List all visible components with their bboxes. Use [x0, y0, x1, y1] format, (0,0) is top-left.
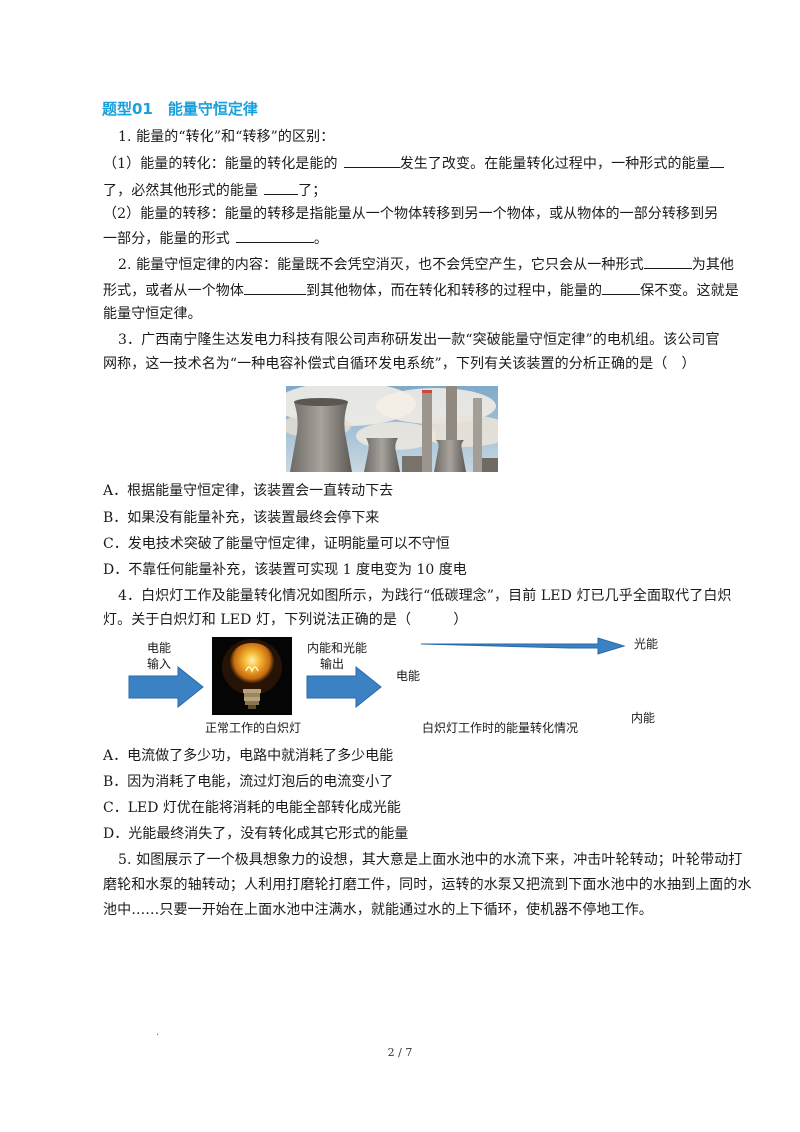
q3-option-c: C．发电技术突破了能量守恒定律，证明能量可以不守恒: [103, 536, 450, 552]
cooling-towers-illustration: [286, 386, 498, 472]
output-label-2: 输出: [320, 657, 345, 671]
blank: [244, 280, 306, 295]
output-arrow-icon: [306, 666, 382, 708]
q4-option-c: C．LED 灯优在能将消耗的电能全部转化成光能: [103, 800, 401, 816]
q2-line3: 能量守恒定律。: [103, 306, 202, 322]
q2-line1: 2. 能量守恒定律的内容：能量既不会凭空消灭，也不会凭空产生，它只会从一种形式为…: [118, 254, 734, 275]
q5-line3: 池中……只要一开始在上面水池中注满水，就能通过水的上下循环，使机器不停地工作。: [103, 902, 653, 918]
input-arrow-icon: [128, 666, 204, 708]
flow-light-label: 光能: [634, 637, 659, 651]
input-label-2: 输入: [147, 657, 172, 671]
flow-source-label: 电能: [396, 669, 421, 683]
q1-part1-line2: 了，必然其他形式的能量了；: [103, 180, 326, 201]
energy-flow-diagram: [420, 637, 626, 655]
page-number: 2 / 7: [387, 1046, 413, 1059]
q1-part1-line1: （1）能量的转化：能量的转化是能的发生了改变。在能量转化过程中，一种形式的能量: [103, 153, 724, 174]
blank: [343, 153, 400, 168]
blank: [235, 228, 314, 243]
flow-caption: 白炽灯工作时的能量转化情况: [422, 721, 579, 735]
flow-heat-label: 内能: [631, 711, 656, 725]
q3-option-d: D．不靠任何能量补充，该装置可实现 1 度电变为 10 度电: [103, 562, 467, 578]
q4-option-a: A．电流做了多少功，电路中就消耗了多少电能: [103, 748, 394, 764]
section-title: 题型01 能量守恒定律: [102, 100, 258, 118]
input-label-1: 电能: [147, 641, 172, 655]
q1-part2-line1: （2）能量的转移：能量的转移是指能量从一个物体转移到另一个物体，或从物体的一部分…: [103, 206, 719, 222]
q4-line2: 灯。关于白炽灯和 LED 灯，下列说法正确的是（ ）: [103, 612, 468, 628]
q3-line1: 3．广西南宁隆生达发电力科技有限公司声称研发出一款“突破能量守恒定律”的电机组。…: [118, 332, 720, 348]
q5-line1: 5. 如图展示了一个极具想象力的设想，其大意是上面水池中的水流下来，冲击叶轮转动…: [118, 852, 743, 868]
q3-option-a: A．根据能量守恒定律，该装置会一直转动下去: [103, 483, 394, 499]
q5-line2: 磨轮和水泵的轴转动；人利用打磨轮打磨工件，同时，运转的水泵又把流到下面水池中的水…: [103, 877, 752, 893]
q3-line2: 网称，这一技术名为“一种电容补偿式自循环发电系统”，下列有关该装置的分析正确的是…: [103, 356, 696, 372]
blank: [264, 180, 299, 195]
footer-dot: .: [156, 1027, 160, 1038]
blank: [643, 254, 692, 269]
blank: [709, 153, 724, 168]
light-bulb-icon: [212, 637, 292, 715]
q3-option-b: B．如果没有能量补充，该装置最终会停下来: [103, 510, 380, 526]
bulb-caption: 正常工作的白炽灯: [205, 721, 302, 735]
q1-part2-line2: 一部分，能量的形式。: [103, 228, 328, 249]
q4-option-b: B．因为消耗了电能，流过灯泡后的电流变小了: [103, 774, 394, 790]
blank: [602, 280, 641, 295]
q4-option-d: D．光能最终消失了，没有转化成其它形式的能量: [103, 826, 409, 842]
q1-intro: 1. 能量的“转化”和“转移”的区别：: [118, 129, 335, 145]
bulb-photo: [212, 637, 292, 715]
q2-line2: 形式，或者从一个物体到其他物体，而在转化和转移的过程中，能量的保不变。这就是: [103, 280, 739, 301]
q4-line1: 4．白炽灯工作及能量转化情况如图所示，为践行“低碳理念”，目前 LED 灯已几乎…: [118, 588, 732, 604]
output-label-1: 内能和光能: [307, 641, 368, 655]
power-plant-photo: [286, 386, 498, 472]
